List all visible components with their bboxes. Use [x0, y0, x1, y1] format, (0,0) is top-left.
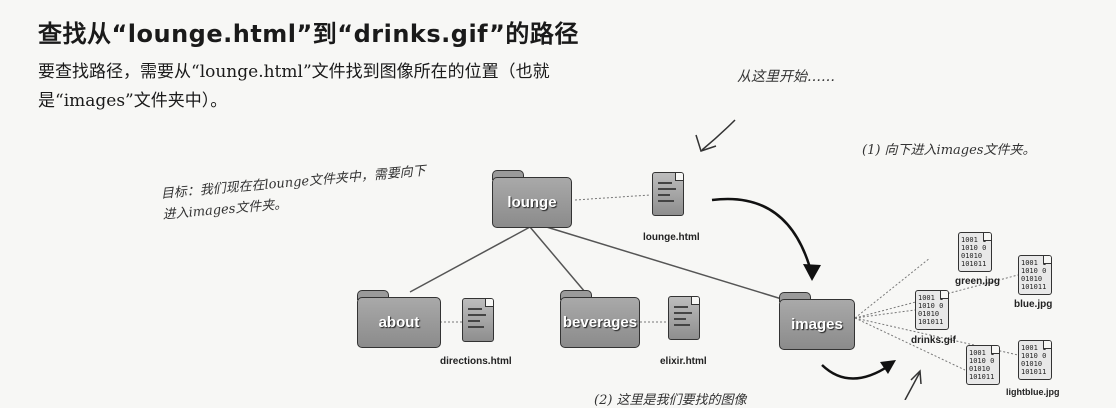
- elixir-html-label: elixir.html: [660, 356, 707, 367]
- folder-label-images: images: [779, 299, 855, 350]
- drinks-gif-icon[interactable]: 1001 11010 001010 101011: [915, 290, 949, 330]
- elixir-html-icon[interactable]: [668, 296, 700, 340]
- arrowhead-lounge-to-images: [803, 264, 821, 281]
- lightblue-jpg-label: lightblue.jpg: [1006, 387, 1060, 397]
- arrowhead-images-to-drinks: [880, 360, 896, 374]
- folder-label-about: about: [357, 297, 441, 348]
- arrowhead-bottom-note: [910, 369, 922, 385]
- folder-label-beverages: beverages: [560, 297, 640, 348]
- blue-jpg-label: blue.jpg: [1014, 299, 1053, 310]
- step1-note: (1) 向下进入images文件夹。: [862, 143, 1036, 158]
- directions-html-label: directions.html: [440, 356, 512, 367]
- tree-line-beverages: [529, 226, 586, 293]
- dot-gif2: [854, 317, 966, 371]
- blue-jpg-icon[interactable]: 1001 11010 001010 101011: [1018, 255, 1052, 295]
- lightblue-jpg-icon[interactable]: 1001 11010 001010 101011: [1018, 340, 1052, 380]
- images-folder[interactable]: images: [779, 292, 855, 350]
- arrow-start: [701, 119, 736, 151]
- beverages-folder[interactable]: beverages: [560, 290, 640, 348]
- dot-drinks: [854, 309, 916, 319]
- arrowhead-start: [695, 134, 717, 152]
- intro-paragraph: 要查找路径，需要从“lounge.html”文件找到图像所在的位置（也就是“im…: [38, 62, 550, 111]
- tree-line-images: [539, 224, 786, 301]
- tree-line-about: [409, 226, 531, 293]
- folder-label-lounge: lounge: [492, 177, 572, 228]
- page-heading: 查找从“lounge.html”到“drinks.gif”的路径: [38, 20, 579, 48]
- drinks-gif-label: drinks.gif: [911, 335, 957, 346]
- start-here-note: 从这里开始……: [737, 69, 835, 85]
- directions-html-icon[interactable]: [462, 298, 494, 342]
- lounge-html-label: lounge.html: [643, 232, 700, 243]
- lounge-folder[interactable]: lounge: [492, 170, 572, 228]
- dot-lounge-file: [574, 194, 651, 201]
- lounge-html-icon[interactable]: [652, 172, 684, 216]
- green-jpg-label: green.jpg: [955, 276, 1001, 287]
- green-jpg-icon[interactable]: 1001 11010 001010 101011: [958, 232, 992, 272]
- dot-green: [854, 257, 931, 319]
- about-folder[interactable]: about: [357, 290, 441, 348]
- arrow-bottom-note: [904, 371, 921, 400]
- arrow-lounge-to-images: [711, 197, 814, 276]
- image-file-icon[interactable]: 1001 11010 001010 101011: [966, 345, 1000, 385]
- arrow-images-to-drinks: [821, 363, 891, 380]
